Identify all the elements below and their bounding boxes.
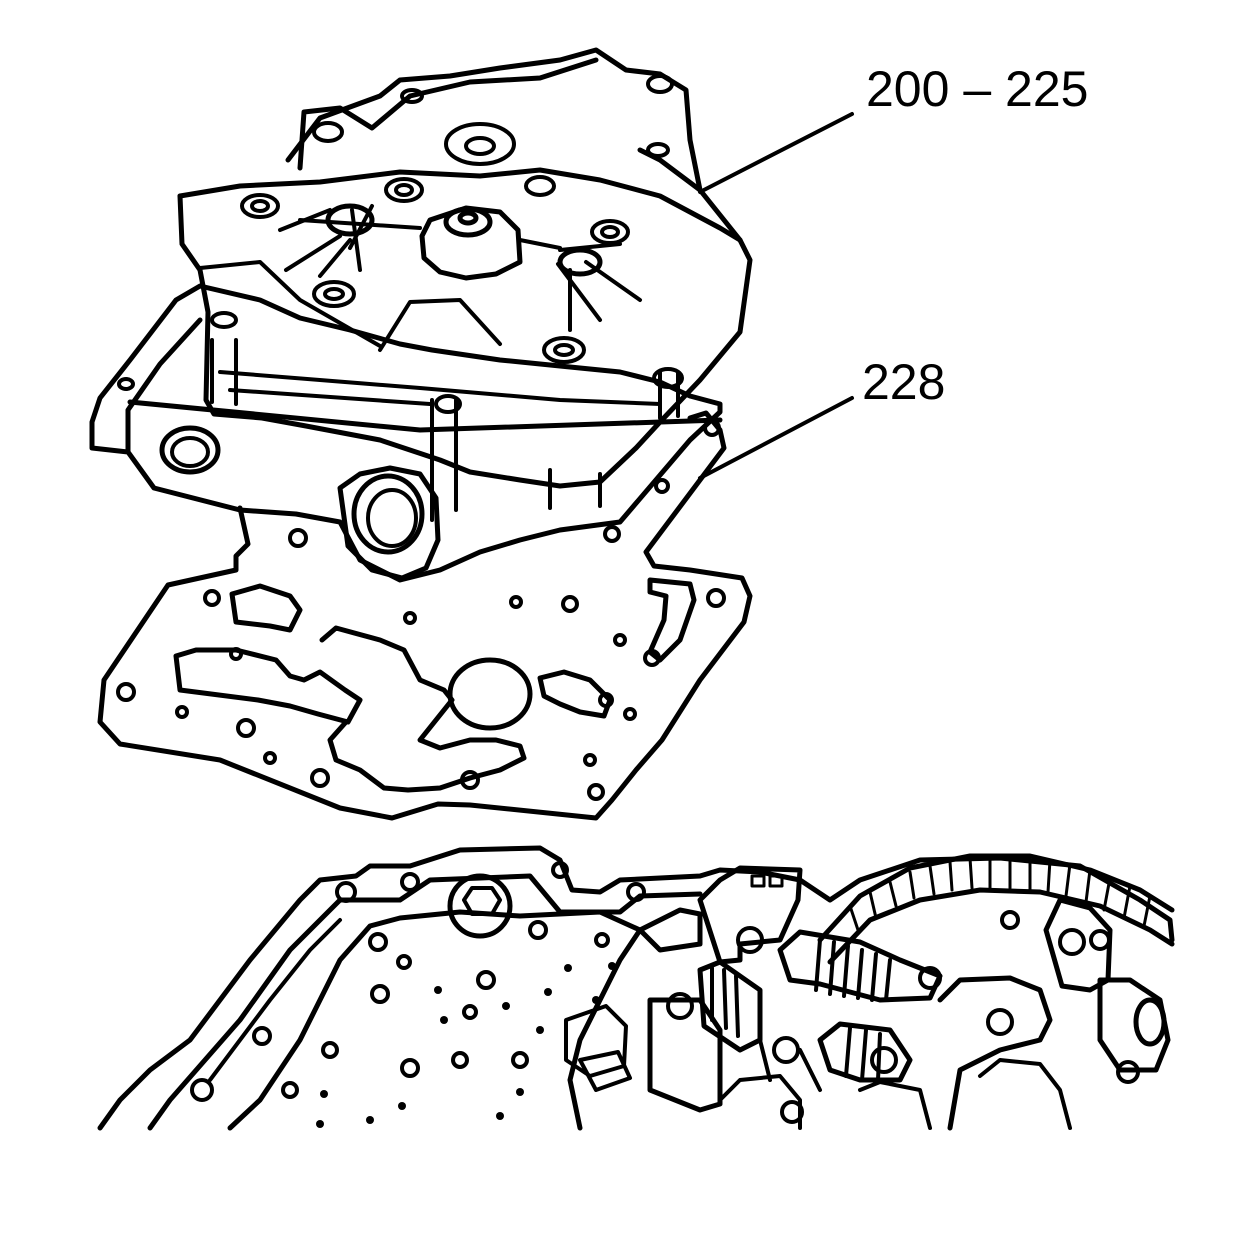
solenoid-assembly (637, 853, 1175, 1131)
valve-body-side-port (159, 425, 221, 475)
valve-body-top-bores (117, 74, 684, 414)
valve-body-top-rear-flange (297, 57, 599, 171)
gasket-cutout-upper (229, 583, 303, 633)
valve-body-right-ribs (556, 242, 642, 332)
leader-line-200-225 (698, 112, 854, 194)
wiring-harness-corrugations (848, 854, 1152, 932)
leader-line-228 (698, 396, 854, 480)
valve-body-top-rear (285, 47, 703, 193)
valve-body-right-hub (557, 247, 603, 277)
case-bolt-holes (190, 861, 1140, 1102)
gasket-outline (97, 410, 753, 821)
solenoid-harness-clip (637, 907, 703, 953)
gasket-cutout-center (319, 625, 527, 793)
valve-body-center-cap-bolt (457, 210, 479, 226)
case-pads (564, 1004, 632, 1092)
valve-body-posts (210, 338, 680, 522)
valve-body (89, 47, 753, 583)
valve-body-front-port (351, 473, 425, 555)
valve-body-base-lip (127, 399, 723, 433)
valve-body-base-plate (89, 283, 723, 583)
gasket-cutout-left (173, 647, 363, 725)
valve-body-front-boss (337, 465, 441, 581)
valve-body-center-cap (443, 206, 493, 238)
solenoid-bracket-window-2 (768, 874, 784, 888)
solenoid-housing-right (937, 975, 1053, 1131)
case-plate-edge (208, 918, 342, 1082)
solenoid-coil-rings-2 (710, 966, 740, 1038)
case-bolt-head (447, 873, 513, 939)
solenoid-bracket (697, 865, 803, 965)
case-spacer-plate (227, 909, 643, 1131)
valve-body-center-cover (419, 205, 523, 281)
case-passage-dots (316, 962, 616, 1128)
leader-lines (698, 112, 854, 480)
solenoid-valve-spool-2 (697, 959, 763, 1053)
solenoid-connector-right (1043, 897, 1113, 993)
valve-body-front-port-inner (366, 488, 418, 548)
solenoid-valve-spool-3 (817, 1021, 913, 1083)
gasket-large-port (447, 657, 533, 731)
solenoid-lower-parts (718, 1038, 1072, 1130)
callout-label-200-225: 200 – 225 (866, 61, 1089, 117)
valve-body-channels (198, 218, 662, 406)
solenoid-coil-rings-1 (814, 938, 892, 1002)
valve-body-base-edge (125, 317, 203, 455)
solenoid-bolts (666, 926, 1086, 1124)
solenoid-cylinder-end (1133, 997, 1167, 1047)
solenoid-bracket-window (750, 874, 766, 888)
callout-label-228: 228 (862, 354, 946, 410)
valve-body-upper-casting (177, 147, 753, 489)
wiring-harness-tube-outer (817, 853, 1175, 943)
valve-body-top-face (177, 167, 743, 243)
gasket-cutout-right (537, 669, 613, 719)
valve-body-side-port-inner (170, 436, 210, 468)
gasket (97, 410, 753, 821)
solenoid-cylinder-right (1097, 977, 1171, 1073)
wiring-harness-tube-inner (827, 887, 1175, 965)
gasket-slot-right (647, 577, 697, 663)
